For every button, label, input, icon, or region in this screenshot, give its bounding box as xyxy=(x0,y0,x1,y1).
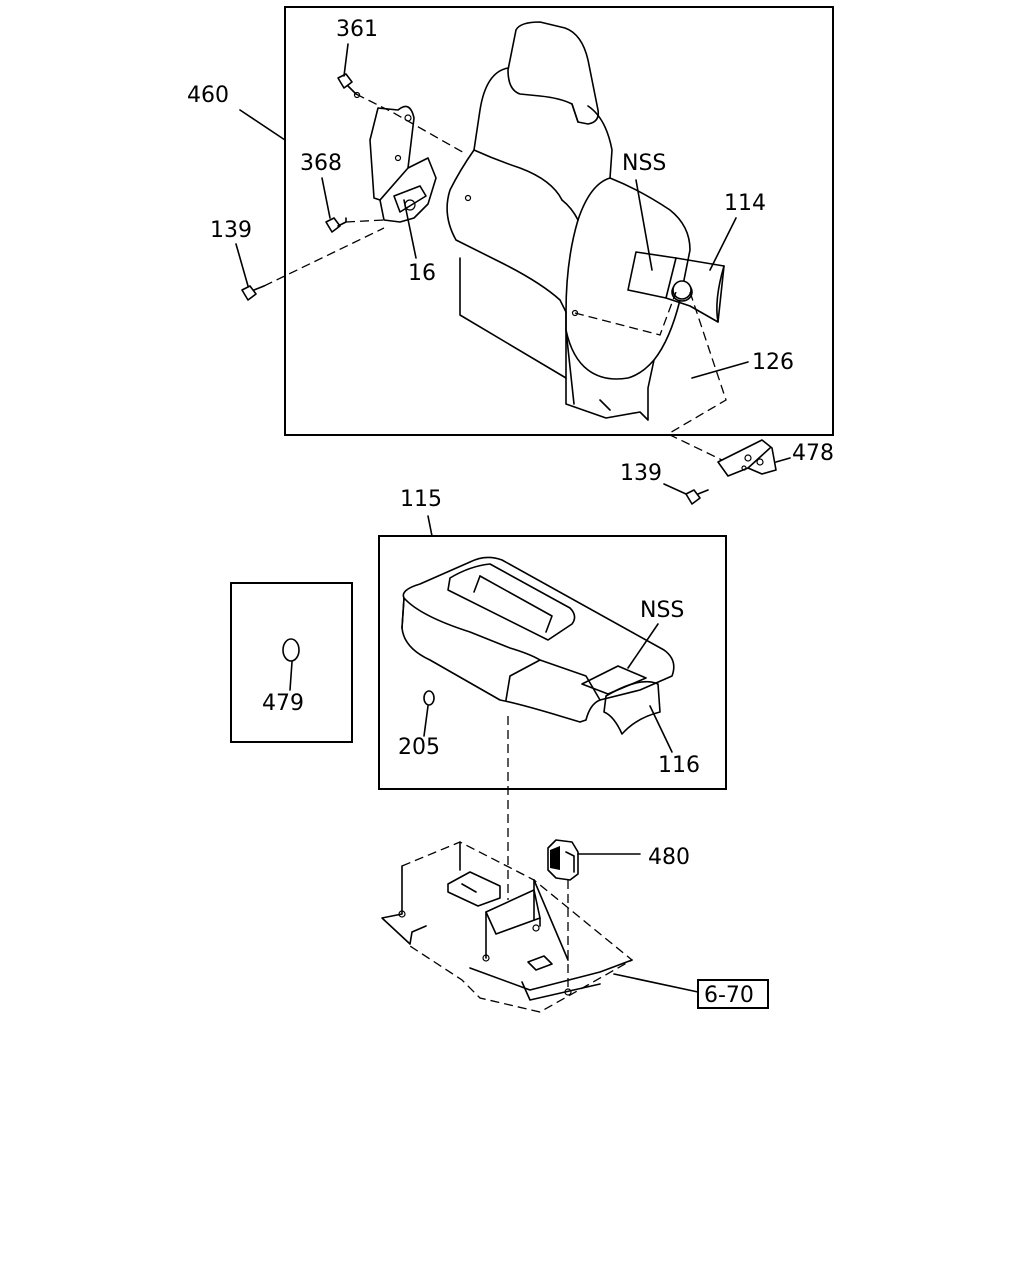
leader-16 xyxy=(403,199,417,259)
seatback-illustration xyxy=(446,21,691,421)
leader-205 xyxy=(423,705,429,737)
leader-460 xyxy=(239,109,286,141)
callout-368: 368 xyxy=(300,151,342,176)
side-bracket-478 xyxy=(717,439,791,477)
floor-panel-illustration xyxy=(381,841,634,1013)
recliner-bracket-16 xyxy=(369,105,437,223)
leader-139a xyxy=(235,243,249,287)
callout-126: 126 xyxy=(752,350,794,375)
callout-nss-seatback: NSS xyxy=(622,151,666,176)
leader-479 xyxy=(289,661,293,691)
reference-label: 6-70 xyxy=(704,983,754,1008)
assembly-line-139 xyxy=(263,227,385,287)
leader-115 xyxy=(427,515,433,537)
callout-479: 479 xyxy=(262,691,304,716)
assembly-line-368 xyxy=(345,219,385,223)
callout-478: 478 xyxy=(792,441,834,466)
leader-114 xyxy=(709,217,737,271)
reference-box xyxy=(697,979,769,1009)
leader-368 xyxy=(321,177,331,219)
leader-139b xyxy=(663,483,687,495)
clip-480 xyxy=(547,839,579,881)
seatback-assembly-frame xyxy=(284,6,834,436)
assembly-line-126 xyxy=(574,291,677,336)
callout-205: 205 xyxy=(398,735,440,760)
seatback-pocket-flap xyxy=(627,251,725,323)
callout-460: 460 xyxy=(187,83,229,108)
seat-cushion-frame xyxy=(378,535,727,790)
callout-139-upper: 139 xyxy=(210,218,252,243)
callout-114: 114 xyxy=(724,191,766,216)
leader-116 xyxy=(649,705,673,753)
callout-16: 16 xyxy=(408,261,436,286)
plug-479 xyxy=(282,638,300,662)
clip-205 xyxy=(423,690,435,706)
leader-361 xyxy=(343,43,349,77)
callout-139-lower: 139 xyxy=(620,461,662,486)
seat-cushion-illustration xyxy=(401,556,675,735)
callout-nss-cushion: NSS xyxy=(640,598,684,623)
leader-126 xyxy=(691,361,749,379)
grommet-126 xyxy=(671,280,693,302)
callout-116: 116 xyxy=(658,753,700,778)
callout-480: 480 xyxy=(648,845,690,870)
assembly-line-478 xyxy=(666,291,727,461)
part-479-frame xyxy=(230,582,353,743)
leader-nss-b xyxy=(627,623,659,669)
bolt-139-lower xyxy=(685,489,709,505)
bolt-368 xyxy=(325,217,347,233)
callout-361: 361 xyxy=(336,17,378,42)
leader-ref xyxy=(613,973,699,993)
leader-nss-a xyxy=(635,179,653,271)
callout-115: 115 xyxy=(400,487,442,512)
bolt-139-upper xyxy=(241,285,265,301)
